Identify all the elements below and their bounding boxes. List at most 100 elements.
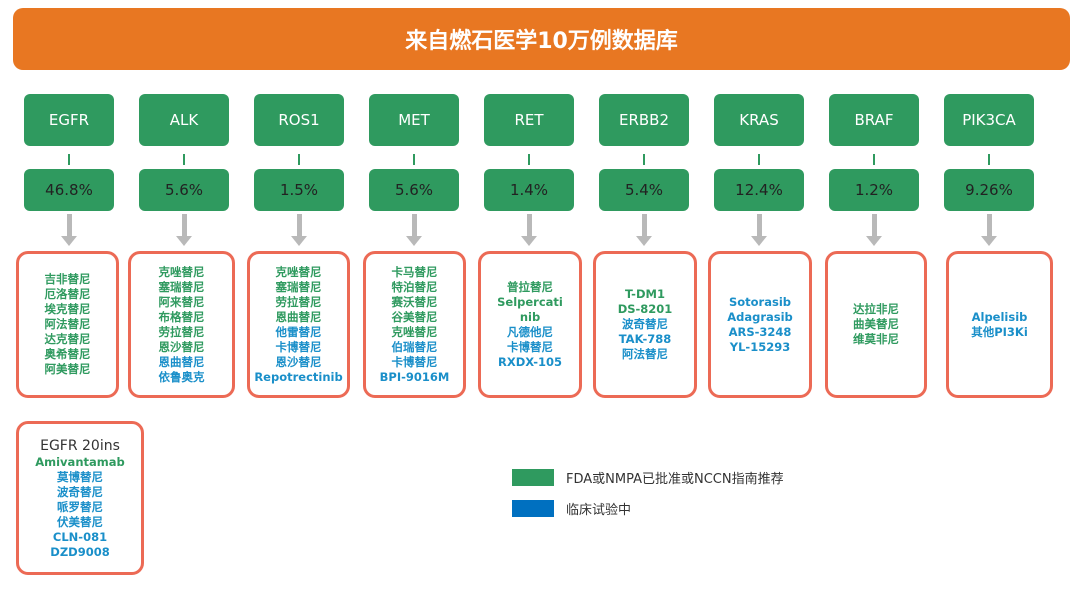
arrow-icon (527, 214, 532, 238)
gene-label: PIK3CA (944, 94, 1034, 146)
frequency-badge: 5.6% (369, 169, 459, 211)
drug-name: 克唑替尼 (391, 324, 438, 339)
arrow-head-icon (866, 236, 882, 246)
frequency-badge: 5.6% (139, 169, 229, 211)
drug-name: 莫博替尼 (57, 469, 103, 484)
gene-label: ERBB2 (599, 94, 689, 146)
drug-name: 劳拉替尼 (275, 294, 322, 309)
arrow-icon (182, 214, 187, 238)
arrow-icon (642, 214, 647, 238)
drug-name: 恩沙替尼 (158, 339, 205, 354)
gene-label: BRAF (829, 94, 919, 146)
connector-line (758, 154, 760, 165)
drug-name: 依鲁奥克 (158, 369, 205, 384)
drug-name: 凡德他尼 (507, 324, 553, 339)
gene-label: ROS1 (254, 94, 344, 146)
drug-name: nib (519, 309, 541, 324)
connector-line (183, 154, 185, 165)
legend-trial-label: 临床试验中 (566, 502, 632, 518)
drug-name: 卡博替尼 (391, 354, 438, 369)
drug-name: 其他PI3Ki (971, 324, 1028, 339)
arrow-icon (987, 214, 992, 238)
arrow-head-icon (61, 236, 77, 246)
arrow-head-icon (981, 236, 997, 246)
drug-name: DZD9008 (50, 544, 110, 559)
drug-list-box: 达拉非尼曲美替尼维莫非尼 (825, 251, 927, 398)
gene-label: ALK (139, 94, 229, 146)
drug-name: 塞瑞替尼 (158, 279, 205, 294)
drug-name: 恩沙替尼 (275, 354, 322, 369)
drug-name: Alpelisib (971, 309, 1028, 324)
drug-name: 布格替尼 (158, 309, 205, 324)
connector-line (988, 154, 990, 165)
drug-name: BPI-9016M (379, 369, 450, 384)
drug-name: 他雷替尼 (275, 324, 322, 339)
drug-name: 克唑替尼 (275, 264, 322, 279)
legend-trial: 临床试验中 (512, 497, 784, 519)
drug-name: 吉非替尼 (44, 272, 91, 286)
arrow-head-icon (176, 236, 192, 246)
drug-name: 谷美替尼 (391, 309, 438, 324)
drug-name: 奥希替尼 (44, 347, 91, 361)
connector-line (298, 154, 300, 165)
drug-name: 赛沃替尼 (391, 294, 438, 309)
connector-line (528, 154, 530, 165)
drug-name: 阿美替尼 (44, 362, 91, 376)
drug-name: 卡博替尼 (275, 339, 322, 354)
drug-name: 卡博替尼 (507, 339, 553, 354)
drug-name: 克唑替尼 (158, 264, 205, 279)
drug-name: 塞瑞替尼 (275, 279, 322, 294)
drug-name: TAK-788 (618, 332, 672, 346)
frequency-badge: 1.5% (254, 169, 344, 211)
frequency-badge: 1.2% (829, 169, 919, 211)
drug-name: 恩曲替尼 (158, 354, 205, 369)
connector-line (643, 154, 645, 165)
arrow-icon (412, 214, 417, 238)
frequency-badge: 9.26% (944, 169, 1034, 211)
frequency-badge: 5.4% (599, 169, 689, 211)
drug-name: 埃克替尼 (44, 302, 91, 316)
arrow-icon (297, 214, 302, 238)
gene-label: EGFR (24, 94, 114, 146)
connector-line (413, 154, 415, 165)
drug-name: DS-8201 (617, 302, 673, 316)
frequency-badge: 1.4% (484, 169, 574, 211)
legend: FDA或NMPA已批准或NCCN指南推荐 临床试验中 (512, 466, 784, 528)
drug-name: Repotrectinib (254, 369, 343, 384)
gene-label: MET (369, 94, 459, 146)
arrow-head-icon (521, 236, 537, 246)
drug-name: 达拉非尼 (853, 302, 899, 316)
connector-line (873, 154, 875, 165)
drug-name: 曲美替尼 (853, 317, 899, 331)
drug-name: 特泊替尼 (391, 279, 438, 294)
arrow-icon (67, 214, 72, 238)
drug-name: 厄洛替尼 (44, 287, 91, 301)
arrow-icon (872, 214, 877, 238)
drug-name: 卡马替尼 (391, 264, 438, 279)
drug-name: CLN-081 (52, 529, 108, 544)
legend-approved-label: FDA或NMPA已批准或NCCN指南推荐 (566, 471, 784, 487)
drug-name: 伏美替尼 (57, 514, 103, 529)
drug-list-box: 克唑替尼塞瑞替尼阿来替尼布格替尼劳拉替尼恩沙替尼恩曲替尼依鲁奥克 (128, 251, 235, 398)
drug-name: ARS-3248 (728, 324, 792, 339)
drug-name: Adagrasib (727, 309, 793, 324)
drug-name: 维莫非尼 (853, 332, 899, 346)
gene-label: KRAS (714, 94, 804, 146)
gene-label: RET (484, 94, 574, 146)
drug-name: 伯瑞替尼 (391, 339, 438, 354)
egfr20ins-title: EGFR 20ins (40, 437, 120, 454)
drug-name: Amivantamab (35, 454, 125, 469)
arrow-head-icon (291, 236, 307, 246)
drug-list-box: 吉非替尼厄洛替尼埃克替尼阿法替尼达克替尼奥希替尼阿美替尼 (16, 251, 119, 398)
banner-title: 来自燃石医学10万例数据库 (405, 29, 678, 54)
drug-name: 波奇替尼 (57, 484, 103, 499)
arrow-icon (757, 214, 762, 238)
drug-name: RXDX-105 (498, 354, 562, 369)
frequency-badge: 46.8% (24, 169, 114, 211)
